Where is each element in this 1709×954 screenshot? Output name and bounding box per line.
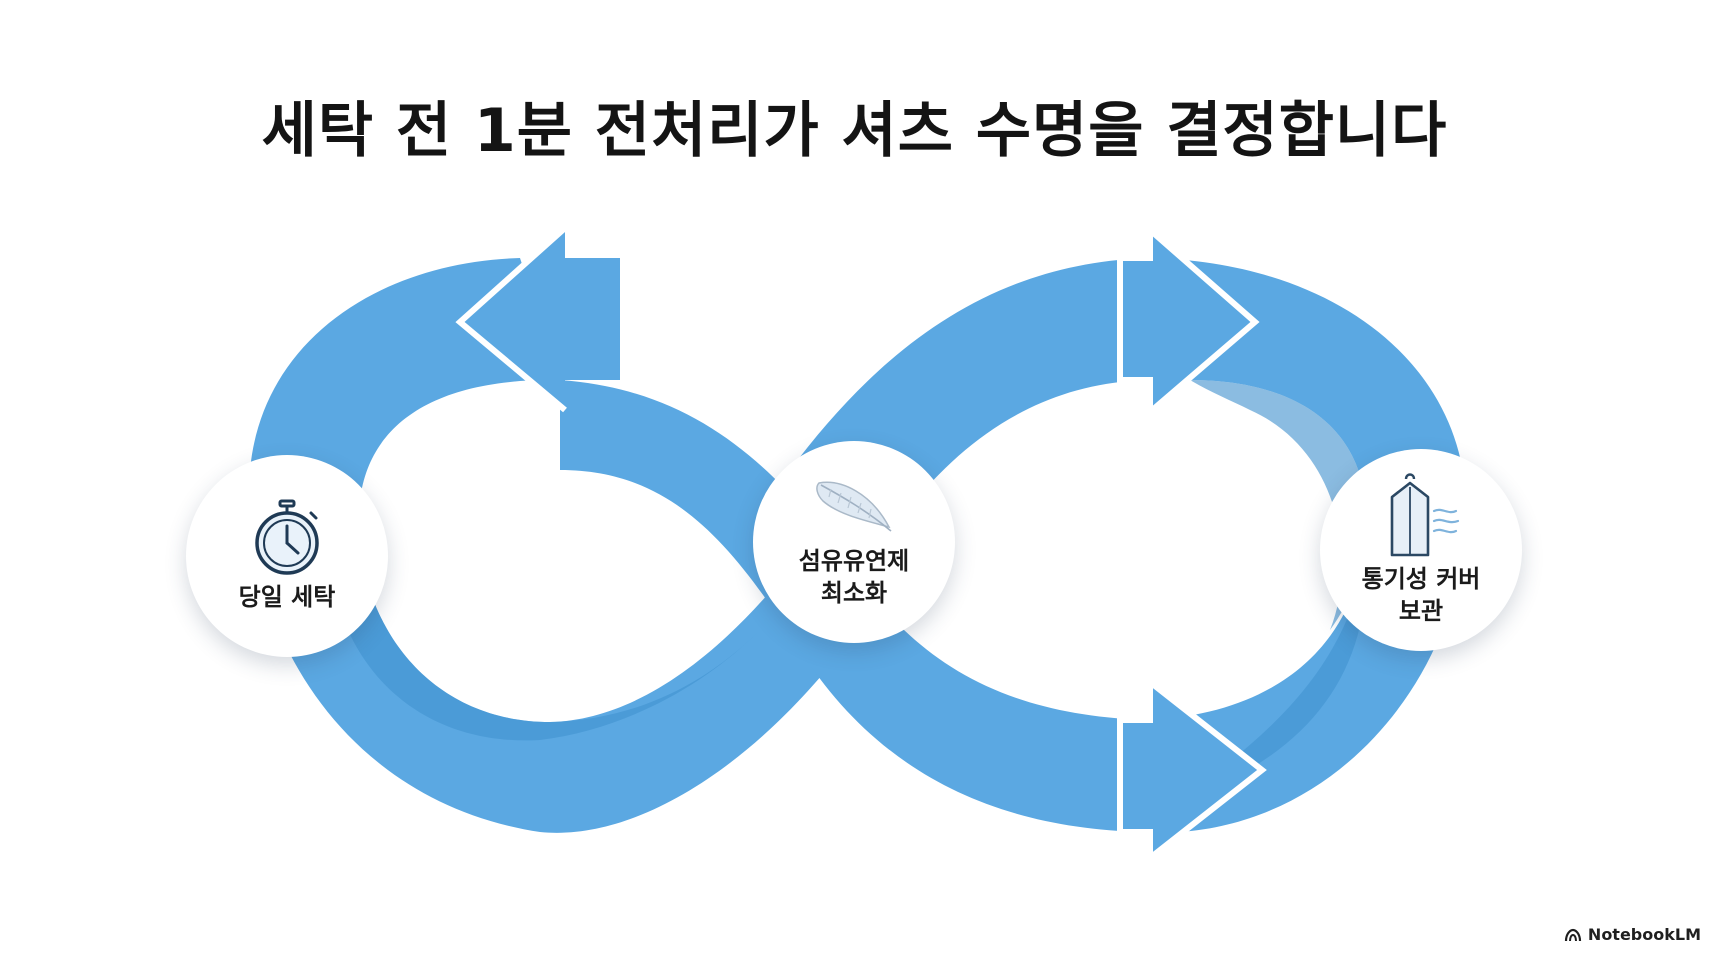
step-label: 섬유유연제 최소화 [798,547,910,607]
loop-left-arrow-edge [455,225,568,413]
step-node-same-day-wash: 당일 세탁 [186,455,388,657]
garment-cover-icon [1390,473,1460,557]
brand-name: NotebookLM [1587,925,1701,944]
brand-watermark: NotebookLM [1564,925,1701,944]
loop-right-shade [1190,380,1367,630]
feather-icon [816,481,892,532]
loop-bottom-right-arrow-head [1117,675,1267,865]
step-label: 통기성 커버 보관 [1361,565,1481,625]
page-title: 세탁 전 1분 전처리가 셔츠 수명을 결정합니다 [261,96,1448,166]
step-label: 당일 세탁 [238,583,336,611]
loop-right-band [1150,258,1467,832]
loop-top-right-arrow-head [1117,223,1260,419]
loop-left-arrow-head [460,228,620,410]
step-node-minimize-softener: 섬유유연제 최소화 [753,441,955,643]
notebooklm-logo-icon [1564,928,1582,941]
loop-right-shade-bottom [1180,560,1367,800]
stopwatch-icon [255,499,319,575]
step-node-breathable-cover: 통기성 커버 보관 [1320,449,1522,651]
